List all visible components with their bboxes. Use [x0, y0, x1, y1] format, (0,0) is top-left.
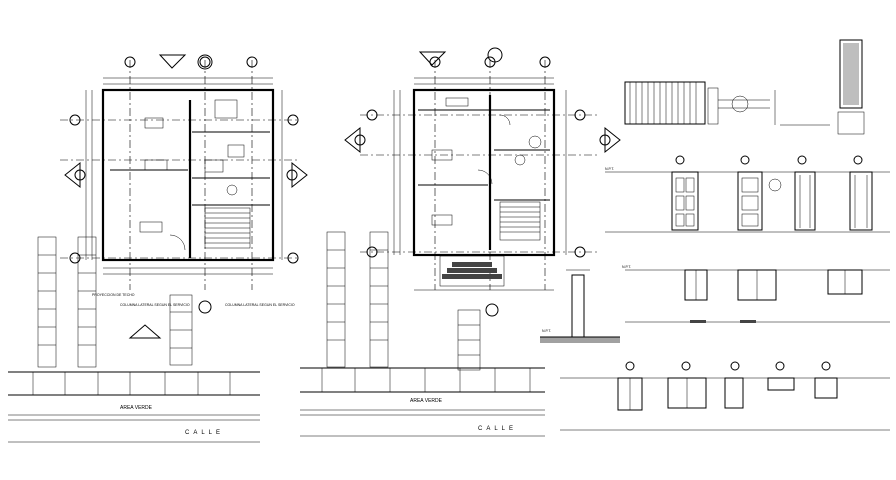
right-section-marker-left: [344, 126, 366, 154]
level-label-1: N.P.T.: [605, 167, 614, 171]
level-label-3: N.P.T.: [542, 329, 551, 333]
left-note-roof: PROYECCION DE TECHO: [92, 293, 135, 297]
right-section-marker-right: [599, 126, 621, 154]
left-note-column-2: COLUMNA LATERAL SEGUN EL SERVICIO: [225, 303, 295, 307]
left-street-label: CALLE: [185, 430, 224, 436]
wall-section-detail: [540, 269, 620, 343]
right-floor-plan: AREA VERDE CALLE: [300, 47, 621, 437]
section-marker-left: [64, 161, 86, 189]
roof-section-detail: [624, 81, 830, 126]
right-stair: [499, 201, 541, 241]
window-elevations-1: [625, 269, 890, 323]
level-label-2: N.P.T.: [622, 265, 631, 269]
left-stair: [204, 207, 251, 249]
window-elevations-2: [560, 361, 890, 431]
right-street-label: CALLE: [478, 426, 517, 432]
right-section-marker-top: [418, 47, 503, 66]
left-green-area-label: AREA VERDE: [120, 405, 153, 411]
column-detail: [837, 39, 865, 135]
section-marker-right: [286, 161, 308, 189]
section-marker-top: [158, 54, 213, 70]
left-floor-plan: AREA VERDE CALLE PROYECCION DE TECHO COL…: [8, 54, 308, 443]
door-elevations: [605, 155, 890, 233]
details-area: N.P.T. N.P.T. N.P.T.: [540, 39, 890, 431]
section-marker-bottom: [128, 300, 212, 339]
left-note-column-1: COLUMNA LATERAL SEGUN EL SERVICIO: [120, 303, 190, 307]
right-green-area-label: AREA VERDE: [410, 398, 443, 404]
